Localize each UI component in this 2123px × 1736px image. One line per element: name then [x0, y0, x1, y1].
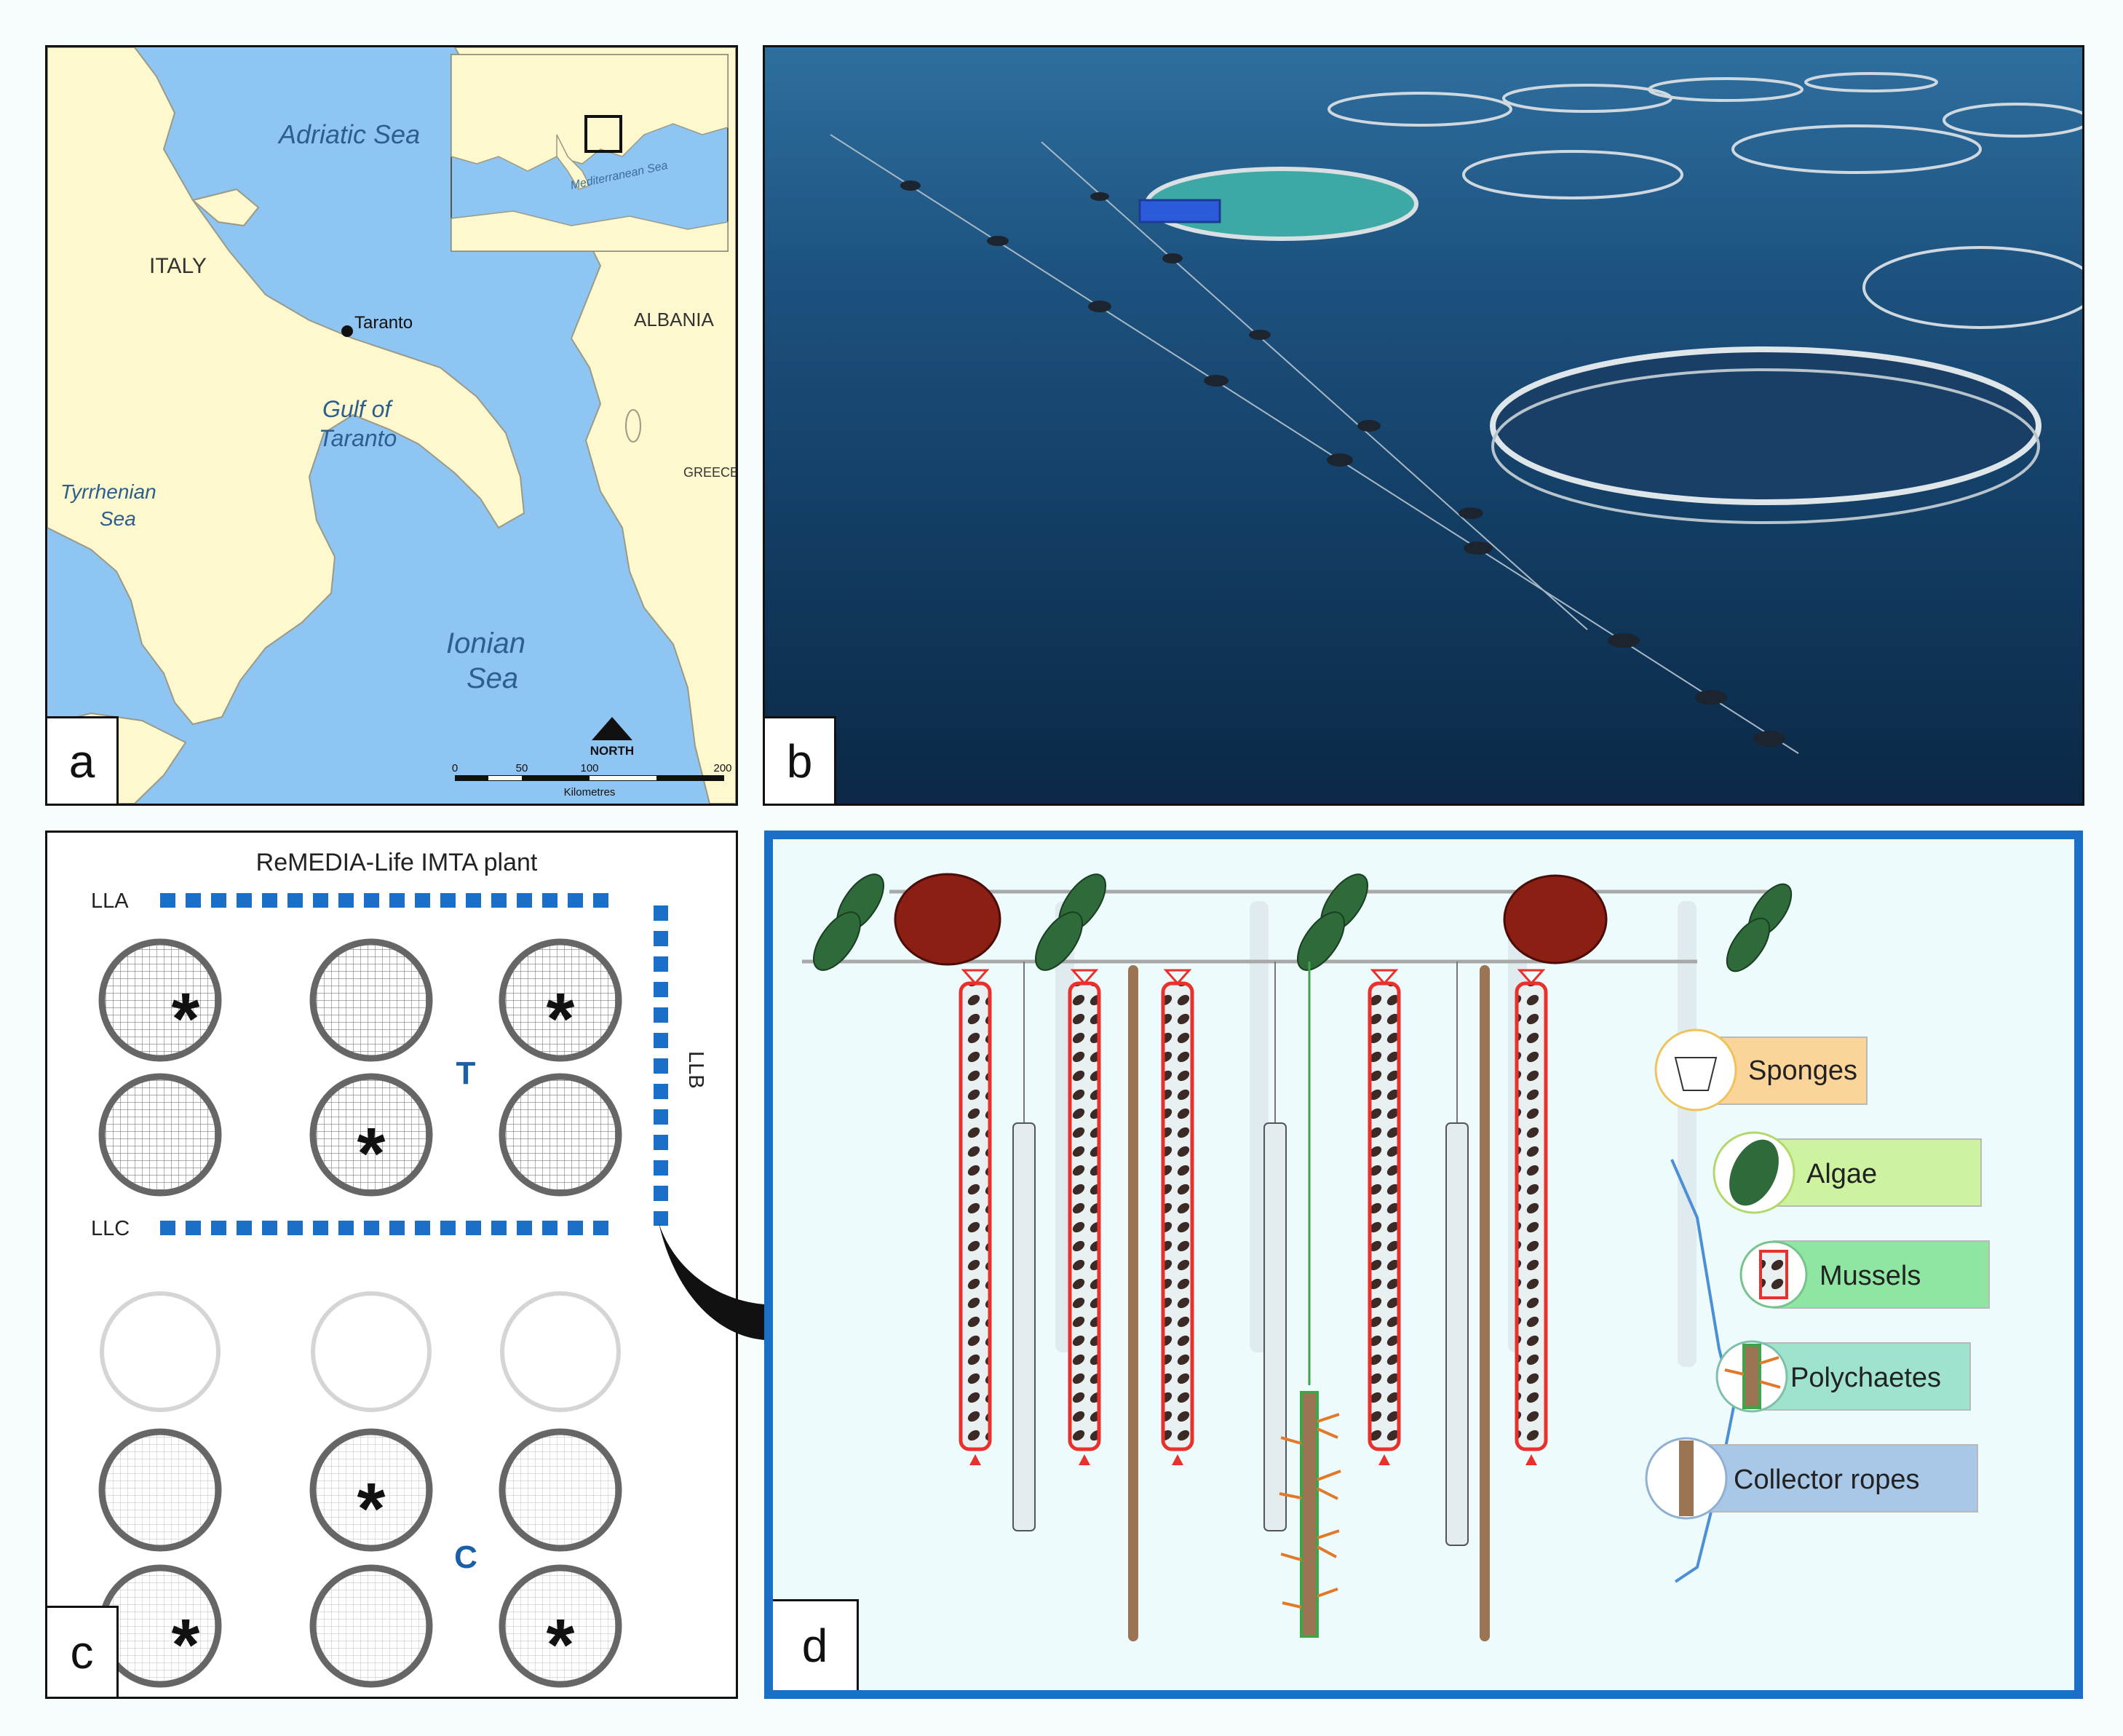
plant-layout-svg: ReMEDIA-Life IMTA plant LLA LLC LLB [91, 849, 707, 1688]
sampled-marker: * [172, 978, 200, 1060]
scale-tick-200: 200 [713, 762, 731, 774]
adriatic-label: Adriatic Sea [277, 119, 420, 149]
taranto-label: Taranto [354, 313, 413, 333]
legend-entry-algae: Algae [1713, 1131, 1982, 1214]
buoy [894, 873, 1001, 966]
italy-label: ITALY [149, 254, 207, 278]
legend-entry-mussels: Mussels [1739, 1240, 1990, 1309]
panel-d-label: d [773, 1599, 859, 1690]
panel-d-imta-scheme: Sponges Algae Mussels Polychaetes Collec… [764, 831, 2083, 1699]
legend-label: Polychaetes [1790, 1363, 1941, 1393]
scale-bar: 0 50 100 200 Kilometres [452, 762, 732, 798]
cage-group-c-empty [100, 1291, 621, 1412]
legend-label: Sponges [1748, 1055, 1857, 1086]
label-llc: LLC [91, 1217, 130, 1240]
fish-farm-photo [830, 72, 2082, 754]
mussel-socks [959, 981, 1548, 1451]
plant-title: ReMEDIA-Life IMTA plant [256, 849, 538, 876]
sampled-marker: * [547, 1604, 575, 1686]
greece-label: GREECE [683, 465, 736, 480]
tyrrhenian-label-1: Tyrrhenian [60, 480, 156, 503]
tyrrhenian-label-2: Sea [100, 507, 136, 530]
collector-ropes [1128, 965, 1490, 1641]
north-arrow-icon [592, 717, 632, 740]
sampled-marker: * [357, 1113, 386, 1194]
legend-entry-polychaetes: Polychaetes [1715, 1340, 1971, 1413]
legend-entry-collector-ropes: Collector ropes [1645, 1437, 1978, 1520]
label-llb: LLB [684, 1051, 707, 1089]
cage-large [1490, 346, 2041, 505]
imta-scheme-svg: Sponges Algae Mussels Polychaetes Collec… [802, 873, 1990, 1641]
panel-c-label: c [47, 1606, 119, 1697]
algae-cluster [813, 873, 1793, 972]
italy-land [47, 47, 525, 726]
ionian-label-2: Sea [467, 662, 518, 694]
sampled-marker: * [547, 978, 575, 1060]
taranto-dot [341, 325, 353, 337]
legend-label: Algae [1806, 1159, 1877, 1189]
group-label-c: C [454, 1539, 477, 1575]
panel-b-photo: b [763, 45, 2084, 806]
map-svg: Mediterranean Sea Adriatic Sea ITALY Tar… [47, 47, 736, 804]
gulf-label-2: Taranto [319, 425, 397, 451]
sampled-marker: * [357, 1468, 386, 1550]
panel-a-label: a [47, 716, 119, 804]
panel-c-plant-layout: ReMEDIA-Life IMTA plant LLA LLC LLB [45, 831, 738, 1699]
panel-b-label: b [765, 716, 836, 804]
corfu-island [625, 409, 641, 443]
inset-locator-box [584, 115, 622, 153]
cage-group-t [98, 938, 622, 1197]
label-lla: LLA [91, 889, 129, 913]
sponge-icon [1654, 1028, 1737, 1111]
legend-label: Mussels [1820, 1261, 1921, 1291]
group-label-t: T [456, 1055, 476, 1091]
sampled-marker: * [172, 1604, 200, 1686]
buoy [1503, 874, 1608, 964]
ionian-label-1: Ionian [446, 627, 525, 659]
gulf-label-1: Gulf of [322, 396, 393, 422]
sponge-lanterns [1012, 962, 1469, 1546]
scale-tick-0: 0 [452, 762, 458, 774]
albania-label: ALBANIA [634, 309, 714, 330]
cage-group-c [98, 1428, 622, 1688]
panel-a-map: Mediterranean Sea Adriatic Sea ITALY Tar… [45, 45, 738, 806]
work-boat [1138, 199, 1221, 223]
locator-inset: Mediterranean Sea [451, 54, 729, 252]
scale-tick-100: 100 [580, 762, 598, 774]
gargano-land [191, 188, 260, 227]
legend-label: Collector ropes [1734, 1464, 1920, 1495]
scale-unit: Kilometres [564, 786, 616, 798]
legend-entry-sponges: Sponges [1654, 1028, 1868, 1111]
polychaete-rope [1300, 1391, 1319, 1638]
north-label: NORTH [590, 744, 634, 758]
scale-tick-50: 50 [516, 762, 528, 774]
